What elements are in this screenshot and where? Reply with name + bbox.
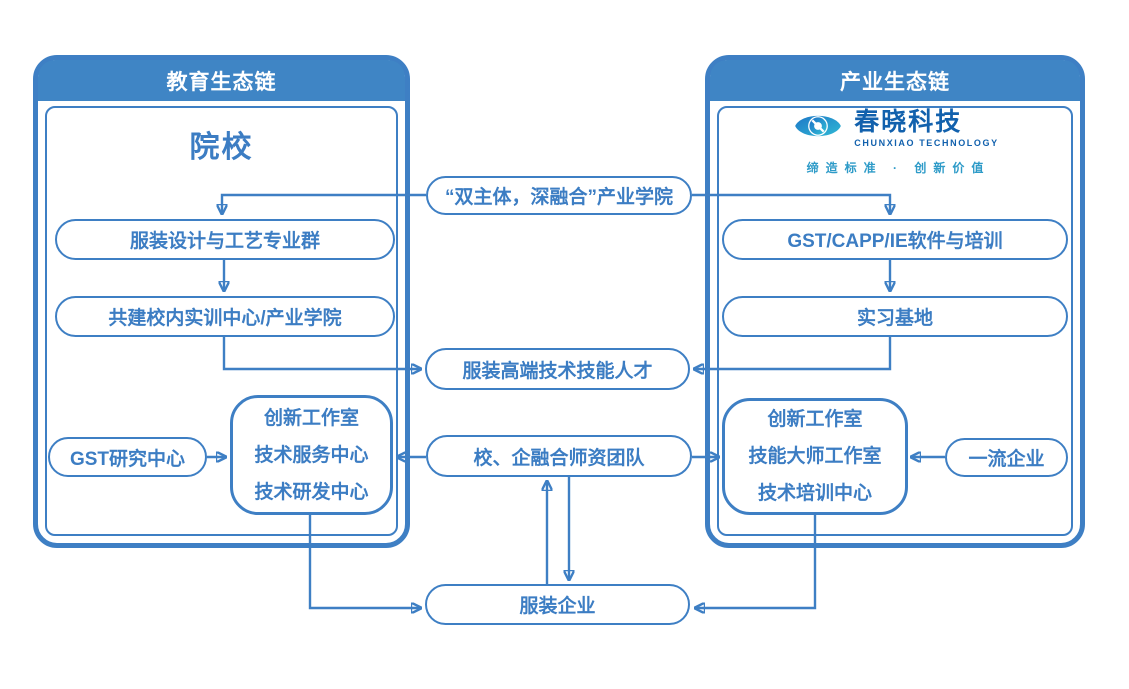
node-garment-enterprise: 服装企业 — [425, 584, 690, 625]
node-first-class-enterprise: 一流企业 — [945, 438, 1068, 477]
logo-company-name: 春晓科技 — [854, 108, 963, 136]
education-chain-inner-frame — [45, 106, 398, 536]
node-talent: 服装高端技术技能人才 — [425, 348, 690, 390]
industry-chain-header: 产业生态链 — [710, 60, 1080, 101]
node-left-studios: 创新工作室 技术服务中心 技术研发中心 — [230, 395, 393, 515]
connector-training-to-talent — [222, 336, 421, 369]
node-internship-base: 实习基地 — [722, 296, 1068, 337]
industry-chain-inner-frame — [717, 106, 1073, 536]
college-title: 院校 — [189, 131, 254, 164]
node-industry-college: “双主体，深融合”产业学院 — [426, 176, 692, 215]
left-studio-line-3: 技术研发中心 — [254, 481, 369, 503]
left-studio-line-2: 技术服务中心 — [254, 444, 369, 466]
education-chain-panel: 教育生态链 — [33, 55, 410, 548]
connector-college-to-software — [692, 193, 890, 214]
chunxiao-logo: 春晓科技 CHUNXIAO TECHNOLOGY 缔造标准 · 创新价值 — [705, 106, 1085, 176]
left-studio-line-1: 创新工作室 — [263, 407, 359, 429]
connector-right-studio-to-enterprise — [695, 515, 817, 608]
connector-left-studio-to-enterprise — [308, 515, 421, 608]
right-studio-line-3: 技术培训中心 — [757, 483, 872, 504]
node-gst-research: GST研究中心 — [48, 437, 207, 477]
node-faculty-team: 校、企融合师资团队 — [426, 435, 692, 477]
logo-tagline: 缔造标准 · 创新价值 — [806, 161, 991, 175]
logo-company-subtitle: CHUNXIAO TECHNOLOGY — [854, 138, 999, 148]
right-studio-line-2: 技能大师工作室 — [748, 446, 882, 467]
chunxiao-logo-icon — [791, 106, 845, 151]
node-software-training: GST/CAPP/IE软件与培训 — [722, 219, 1068, 260]
node-right-studios: 创新工作室 技能大师工作室 技术培训中心 — [722, 398, 908, 515]
industry-chain-panel: 产业生态链 — [705, 55, 1085, 548]
right-studio-line-1: 创新工作室 — [767, 409, 863, 430]
connector-internship-to-talent — [694, 336, 892, 369]
node-training-center: 共建校内实训中心/产业学院 — [55, 296, 395, 337]
education-chain-header: 教育生态链 — [38, 60, 405, 101]
node-majors: 服装设计与工艺专业群 — [55, 219, 395, 260]
connector-college-to-majors — [222, 193, 426, 214]
